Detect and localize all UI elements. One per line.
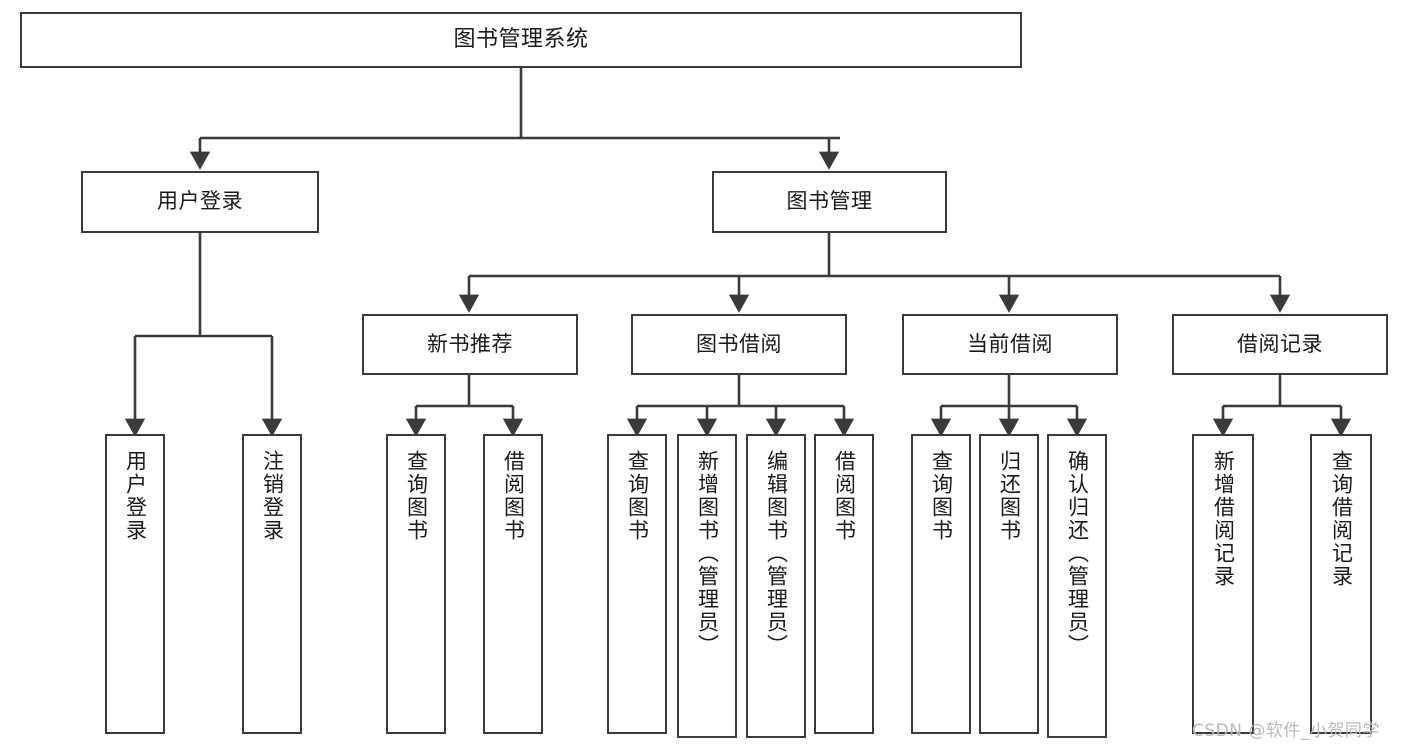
node-label: 图书管理: [786, 189, 873, 214]
node-leaf-query-book-3[interactable]: 查询图书: [911, 434, 971, 734]
node-leaf-query-book-2[interactable]: 查询图书: [607, 434, 667, 734]
node-label: 当前借阅: [967, 331, 1053, 356]
node-book-manage[interactable]: 图书管理: [712, 171, 947, 233]
node-label: 新增借阅记录: [1211, 450, 1236, 588]
node-label: 注销登录: [260, 450, 285, 542]
node-label: 新书推荐: [427, 331, 513, 356]
node-label: 确认归还（管理员）: [1065, 450, 1090, 657]
node-leaf-borrow-book-1[interactable]: 借阅图书: [483, 434, 543, 734]
node-label: 查询借阅记录: [1329, 450, 1354, 588]
node-label: 归还图书: [997, 450, 1022, 542]
node-label: 用户登录: [123, 450, 148, 542]
node-leaf-logout-login[interactable]: 注销登录: [242, 434, 302, 734]
node-leaf-user-login[interactable]: 用户登录: [105, 434, 165, 734]
node-leaf-borrow-book-2[interactable]: 借阅图书: [814, 434, 874, 734]
node-leaf-query-record[interactable]: 查询借阅记录: [1310, 434, 1372, 734]
node-leaf-confirm-return[interactable]: 确认归还（管理员）: [1047, 434, 1107, 738]
node-book-borrow[interactable]: 图书借阅: [631, 314, 847, 375]
node-leaf-query-book-1[interactable]: 查询图书: [386, 434, 446, 734]
node-leaf-add-book[interactable]: 新增图书（管理员）: [677, 434, 737, 738]
watermark-csdn: CSDN @软件_小贺同学: [1192, 721, 1380, 741]
node-user-login[interactable]: 用户登录: [81, 171, 319, 233]
node-leaf-edit-book[interactable]: 编辑图书（管理员）: [746, 434, 806, 738]
node-current-borrow[interactable]: 当前借阅: [902, 314, 1118, 375]
node-new-book-recommend[interactable]: 新书推荐: [362, 314, 578, 375]
node-leaf-add-record[interactable]: 新增借阅记录: [1192, 434, 1254, 734]
node-root-system[interactable]: 图书管理系统: [20, 12, 1022, 68]
node-label: 新增图书（管理员）: [695, 450, 720, 657]
node-label: 借阅记录: [1237, 331, 1323, 356]
node-label: 编辑图书（管理员）: [764, 450, 789, 657]
node-label: 用户登录: [157, 189, 243, 214]
node-borrow-record[interactable]: 借阅记录: [1172, 314, 1388, 375]
node-label: 图书借阅: [696, 331, 782, 356]
node-label: 图书管理系统: [453, 26, 589, 52]
node-label: 查询图书: [404, 450, 429, 542]
node-leaf-return-book[interactable]: 归还图书: [979, 434, 1039, 734]
node-label: 借阅图书: [832, 450, 857, 542]
node-label: 查询图书: [929, 450, 954, 542]
node-label: 借阅图书: [501, 450, 526, 542]
node-label: 查询图书: [625, 450, 650, 542]
